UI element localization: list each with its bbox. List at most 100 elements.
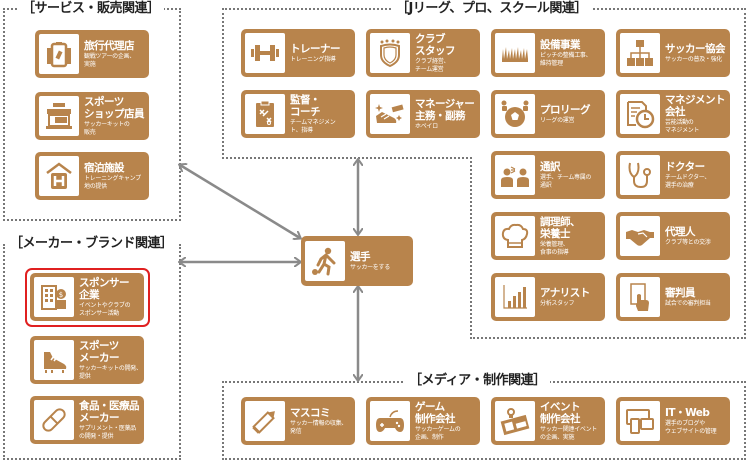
card-sub: 分析スタッフ (540, 300, 575, 307)
card-title: 旅行代理店 (84, 40, 135, 52)
card-coach[interactable]: 監督・ コーチチームマネジメン ト、指導 (241, 90, 355, 138)
card-title: 監督・ コーチ (290, 94, 321, 118)
card-title: ゲーム 制作会社 (415, 401, 456, 425)
bar-chart-icon (495, 277, 535, 317)
card-sub: クラブ等との交渉 (665, 239, 711, 246)
card-hotel[interactable]: 宿泊施設トレーニングキャンプ 地の提供 (35, 152, 149, 200)
card-sub: トレーニング指導 (290, 56, 336, 63)
card-trainer[interactable]: トレーナートレーニング指導 (241, 29, 355, 77)
card-title: スポーツ メーカー (79, 340, 120, 364)
arrow-to-service (180, 165, 300, 238)
card-sub: 選手のブログや ウェブサイトの管理 (665, 420, 717, 435)
card-sub: 選手、チーム専属の 通訳 (540, 174, 592, 189)
interpreter-icon (495, 155, 535, 195)
card-club-staff[interactable]: クラブ スタッフクラブ経営、 チーム運営 (366, 29, 480, 77)
card-title: クラブ スタッフ (415, 33, 456, 57)
card-sub: チームマネジメン ト、指導 (290, 119, 336, 134)
grass-icon (495, 33, 535, 73)
card-title: 通訳 (540, 161, 561, 173)
card-title: アナリスト (540, 287, 590, 299)
card-sub: 試合での審判担当 (665, 300, 711, 307)
league-ball-icon (495, 94, 535, 134)
card-sub: サッカーの普及・強化 (665, 56, 723, 63)
card-sports-maker[interactable]: スポーツ メーカーサッカーキットの開発、 提供 (30, 336, 144, 384)
gamepad-icon (370, 401, 410, 441)
card-title: マスコミ (290, 407, 331, 419)
card-sub: 観戦ツアーの企画、 実施 (84, 53, 135, 68)
capsule-icon (34, 400, 74, 440)
zone-title-jleague: ［Jリーグ、プロ、スクール関連］ (392, 1, 591, 17)
club-emblem-icon (370, 33, 410, 73)
card-sub: ホペイロ (415, 123, 438, 130)
card-title: マネジメント 会社 (665, 94, 726, 118)
card-sub: サッカー関連イベント の企画、実施 (540, 426, 598, 441)
card-manager[interactable]: マネージャー 主務・副務ホペイロ (366, 90, 480, 138)
card-sub: サプリメント・医薬品 の開発・提供 (79, 425, 137, 440)
referee-card-icon (620, 277, 660, 317)
schedule-clock-icon (620, 94, 660, 134)
pass-badge-icon (495, 401, 535, 441)
card-title: トレーナー (290, 43, 341, 55)
card-referee[interactable]: 審判員試合での審判担当 (616, 273, 730, 321)
shop-icon (39, 96, 79, 136)
svg-text:$: $ (59, 291, 63, 299)
card-title: スポーツ ショップ店員 (84, 96, 145, 120)
card-title: プロリーグ (540, 104, 591, 116)
card-management-company[interactable]: マネジメント 会社芸能活動の マネジメント (616, 90, 730, 138)
card-doctor[interactable]: ドクターチームドクター、 選手の治療 (616, 151, 730, 199)
card-sub: サッカーキットの開発、 提供 (79, 365, 142, 380)
soccer-shoe-icon (34, 340, 74, 380)
card-title: IT・Web (665, 407, 710, 419)
shoe-brush-icon (370, 94, 410, 134)
zone-jleague-mask (224, 150, 470, 157)
devices-icon (620, 401, 660, 441)
hotel-icon (39, 156, 79, 196)
tactics-board-icon (245, 94, 285, 134)
card-title: 設備事業 (540, 39, 581, 51)
chef-hat-icon (495, 216, 535, 256)
pencil-icon (245, 401, 285, 441)
card-sub: サッカー情報の収集、 発信 (290, 420, 348, 435)
card-sub: イベントやクラブの スポンサー活動 (79, 302, 131, 317)
card-sub: ピッチの整備工事、 維持管理 (540, 52, 592, 67)
card-mass-media[interactable]: マスコミサッカー情報の収集、 発信 (241, 397, 355, 445)
card-sponsor[interactable]: $ スポンサー 企業イベントやクラブの スポンサー活動 (30, 273, 144, 321)
card-sub: 芸能活動の マネジメント (665, 119, 700, 134)
card-sub: トレーニングキャンプ 地の提供 (84, 175, 141, 190)
card-football-association[interactable]: サッカー協会サッカーの普及・強化 (616, 29, 730, 77)
card-chef-nutritionist[interactable]: 調理師、 栄養士栄養管理、 食事の指導 (491, 212, 605, 260)
card-title: 食品・医療品 メーカー (79, 400, 140, 424)
card-title: 選手 (350, 251, 371, 263)
card-title: サッカー協会 (665, 43, 726, 55)
soccer-player-icon (305, 241, 345, 281)
card-title: 宿泊施設 (84, 162, 125, 174)
card-sub: サッカーゲームの 企画、制作 (415, 426, 461, 441)
card-title: 代理人 (665, 226, 696, 238)
card-food-medical[interactable]: 食品・医療品 メーカーサプリメント・医薬品 の開発・提供 (30, 396, 144, 444)
card-event-company[interactable]: イベント 制作会社サッカー関連イベント の企画、実施 (491, 397, 605, 445)
stethoscope-icon (620, 155, 660, 195)
org-chart-icon (620, 33, 660, 73)
dumbbell-icon (245, 33, 285, 73)
card-interpreter[interactable]: 通訳選手、チーム専属の 通訳 (491, 151, 605, 199)
card-sports-shop[interactable]: スポーツ ショップ店員サッカーキットの 販売 (35, 92, 149, 140)
card-sub: チームドクター、 選手の治療 (665, 174, 711, 189)
card-sub: リーグの運営 (540, 117, 575, 124)
card-game-company[interactable]: ゲーム 制作会社サッカーゲームの 企画、制作 (366, 397, 480, 445)
card-title: ドクター (665, 161, 705, 173)
card-travel-agency[interactable]: 旅行代理店観戦ツアーの企画、 実施 (35, 30, 149, 78)
card-player[interactable]: 選手 サッカーをする (301, 236, 413, 286)
zone-title-service: ［サービス・販売関連］ (18, 1, 164, 17)
zone-title-maker: ［メーカー・ブランド関連］ (6, 236, 177, 252)
card-title: マネージャー 主務・副務 (415, 98, 475, 122)
card-pro-league[interactable]: プロリーグリーグの運営 (491, 90, 605, 138)
card-analyst[interactable]: アナリスト分析スタッフ (491, 273, 605, 321)
card-sub: 栄養管理、 食事の指導 (540, 241, 569, 256)
card-agent[interactable]: 代理人クラブ等との交渉 (616, 212, 730, 260)
card-facility[interactable]: 設備事業ピッチの整備工事、 維持管理 (491, 29, 605, 77)
zone-jleague-extension (470, 157, 746, 339)
card-title: 調理師、 栄養士 (540, 216, 581, 240)
card-sub: サッカーキットの 販売 (84, 121, 130, 136)
